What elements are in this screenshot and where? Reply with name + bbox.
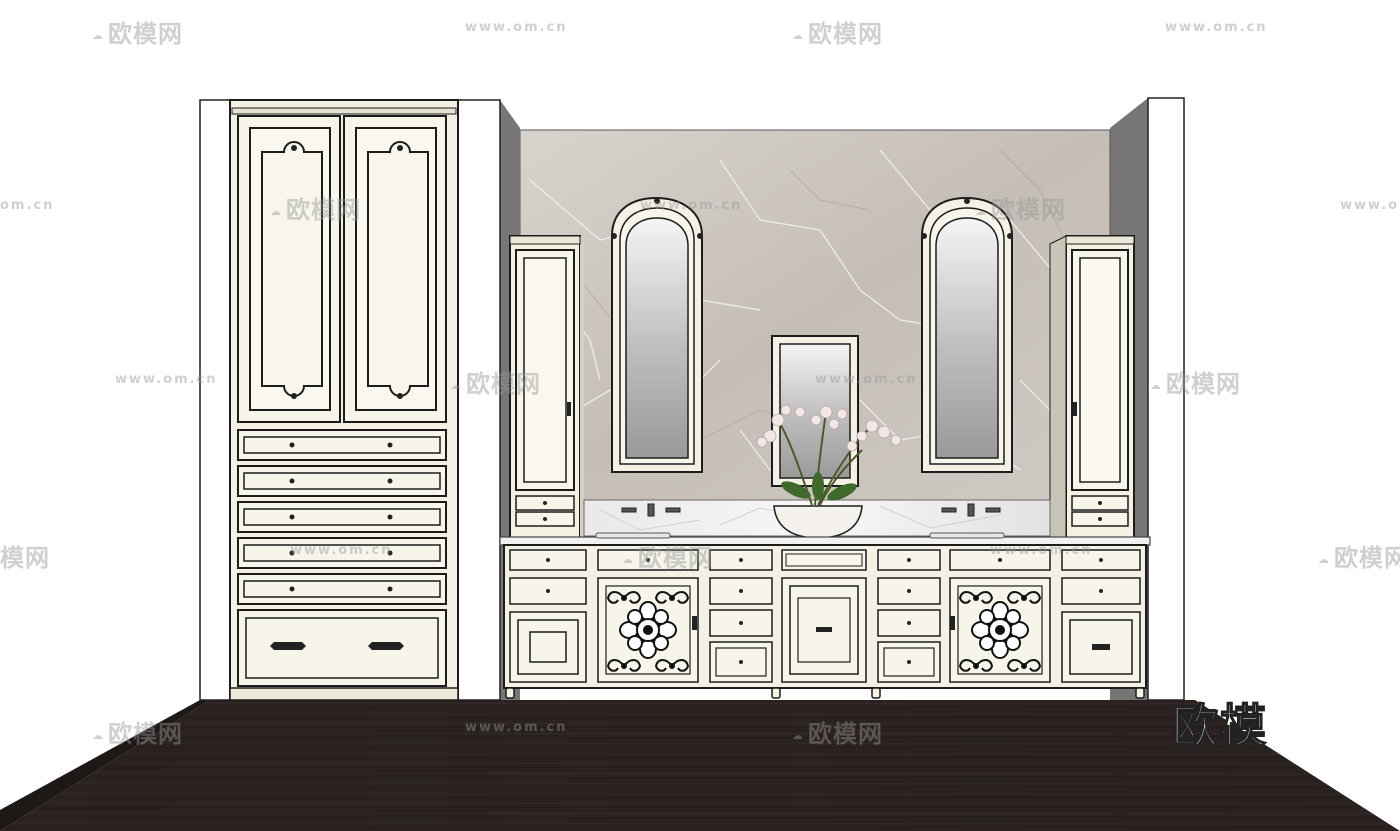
right-arched-mirror: [921, 196, 1013, 473]
sinks: [595, 532, 1005, 539]
right-faucet: [941, 503, 1001, 517]
linen-drawers: [237, 429, 447, 605]
tall-linen-cabinet: [229, 99, 459, 701]
lower-vanity: [503, 544, 1147, 699]
corner-watermark: 欧模: [1171, 698, 1268, 754]
floor: [0, 700, 1400, 831]
left-tower-cabinet: [509, 235, 584, 539]
right-tower-cabinet: [1049, 235, 1135, 539]
bottom-drawer: [237, 609, 447, 687]
right-wall-return: [1147, 97, 1185, 701]
left-faucet: [621, 503, 681, 517]
left-pillar: [199, 99, 231, 701]
floor-left-edge: [0, 700, 210, 831]
orchid-centerpiece: [756, 404, 902, 539]
left-arched-mirror: [611, 196, 703, 473]
left-divider-wall: [457, 99, 501, 701]
bin-pulls: [270, 642, 404, 650]
